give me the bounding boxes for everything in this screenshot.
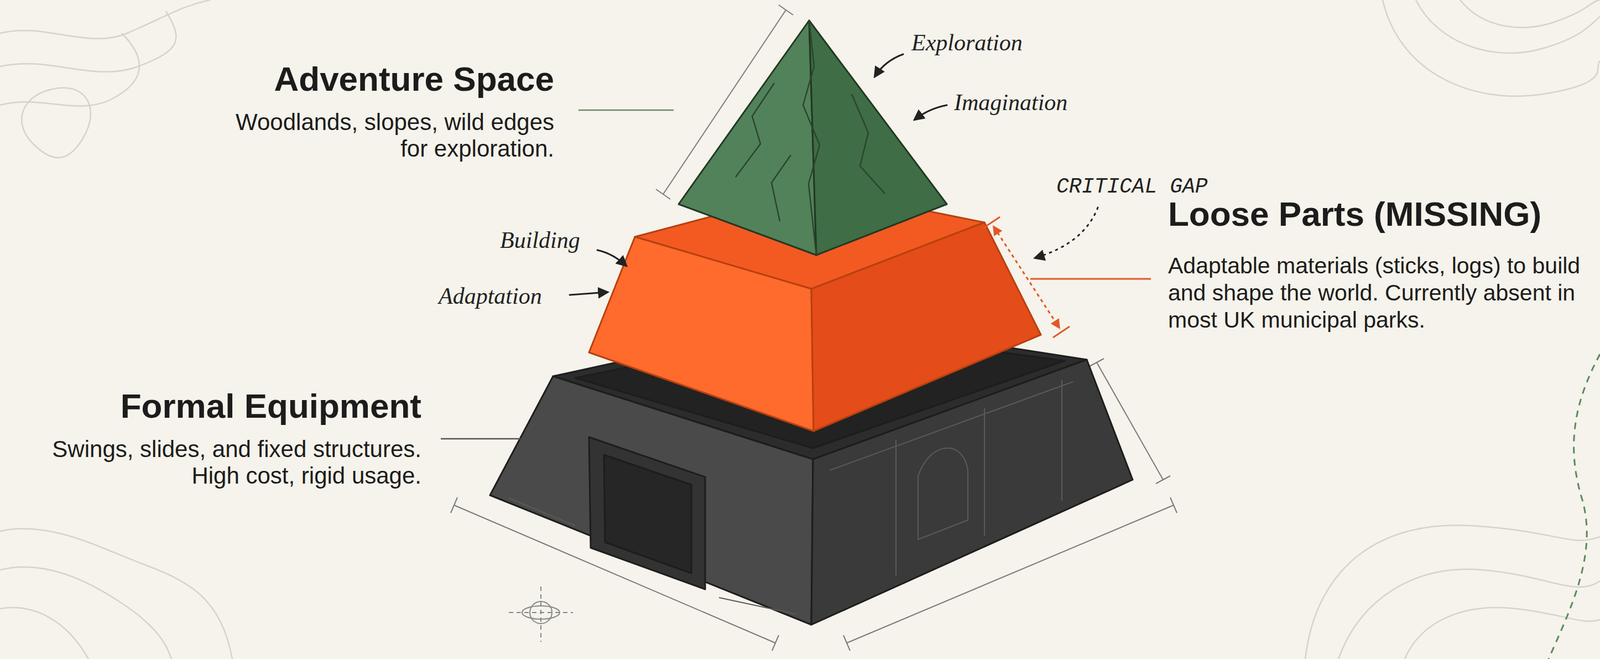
contour-line [0, 33, 140, 107]
leader-line [578, 109, 674, 112]
crack-line [771, 154, 791, 222]
panel-arch [918, 447, 968, 540]
top-right-face [809, 20, 947, 255]
leader-line [440, 438, 521, 440]
note-arrows [569, 54, 1098, 295]
leader-line [1030, 278, 1151, 280]
tier-description: Adaptable materials (sticks, logs) to bu… [1168, 252, 1592, 335]
contour-line [1338, 569, 1600, 659]
note-arrow [597, 249, 627, 266]
compass-symbol [508, 586, 573, 642]
base-door-opening [603, 454, 692, 573]
note-label: Adaptation [438, 282, 542, 310]
tier-description: Woodlands, slopes, wild edges for explor… [205, 108, 555, 163]
panel-line [895, 379, 1062, 576]
trail-line [1548, 353, 1600, 659]
contour-line [21, 87, 91, 158]
middle-right-face [811, 222, 1041, 431]
contour-line [1404, 607, 1600, 659]
crack-line [851, 94, 885, 194]
contour-line [0, 0, 211, 39]
note-arrow [874, 54, 904, 77]
contour-line [0, 566, 172, 659]
crack-line [735, 82, 775, 177]
contour-line [1415, 0, 1600, 54]
dimension-tick [983, 216, 1070, 338]
contour-line [1382, 0, 1600, 97]
tier-heading: Formal Equipment [33, 385, 422, 427]
contour-line [0, 11, 176, 72]
base-door [589, 436, 706, 590]
note-label: Building [499, 226, 581, 254]
tier-heading: Loose Parts (MISSING) [1168, 193, 1594, 235]
rock-cracks [735, 20, 885, 255]
note-label: Exploration [911, 28, 1023, 57]
note-label: Imagination [954, 88, 1068, 117]
contour-line [0, 607, 89, 659]
contour-line [1460, 0, 1600, 28]
compass-cross [508, 586, 573, 642]
middle-left-face [589, 236, 814, 431]
crack-line [803, 20, 820, 255]
gap-dimension [993, 226, 1060, 328]
note-arrow [1035, 207, 1098, 258]
contour-line [0, 528, 233, 659]
top-left-face [678, 20, 817, 255]
dimension-lines [450, 4, 1177, 651]
tier-heading: Adventure Space [165, 58, 555, 100]
panel-line [508, 497, 797, 614]
contour-line [1305, 524, 1600, 659]
note-arrow [569, 292, 608, 295]
top-tier [678, 20, 947, 255]
tier-description: Swings, slides, and fixed structures. Hi… [6, 435, 422, 490]
note-arrow [914, 105, 947, 120]
